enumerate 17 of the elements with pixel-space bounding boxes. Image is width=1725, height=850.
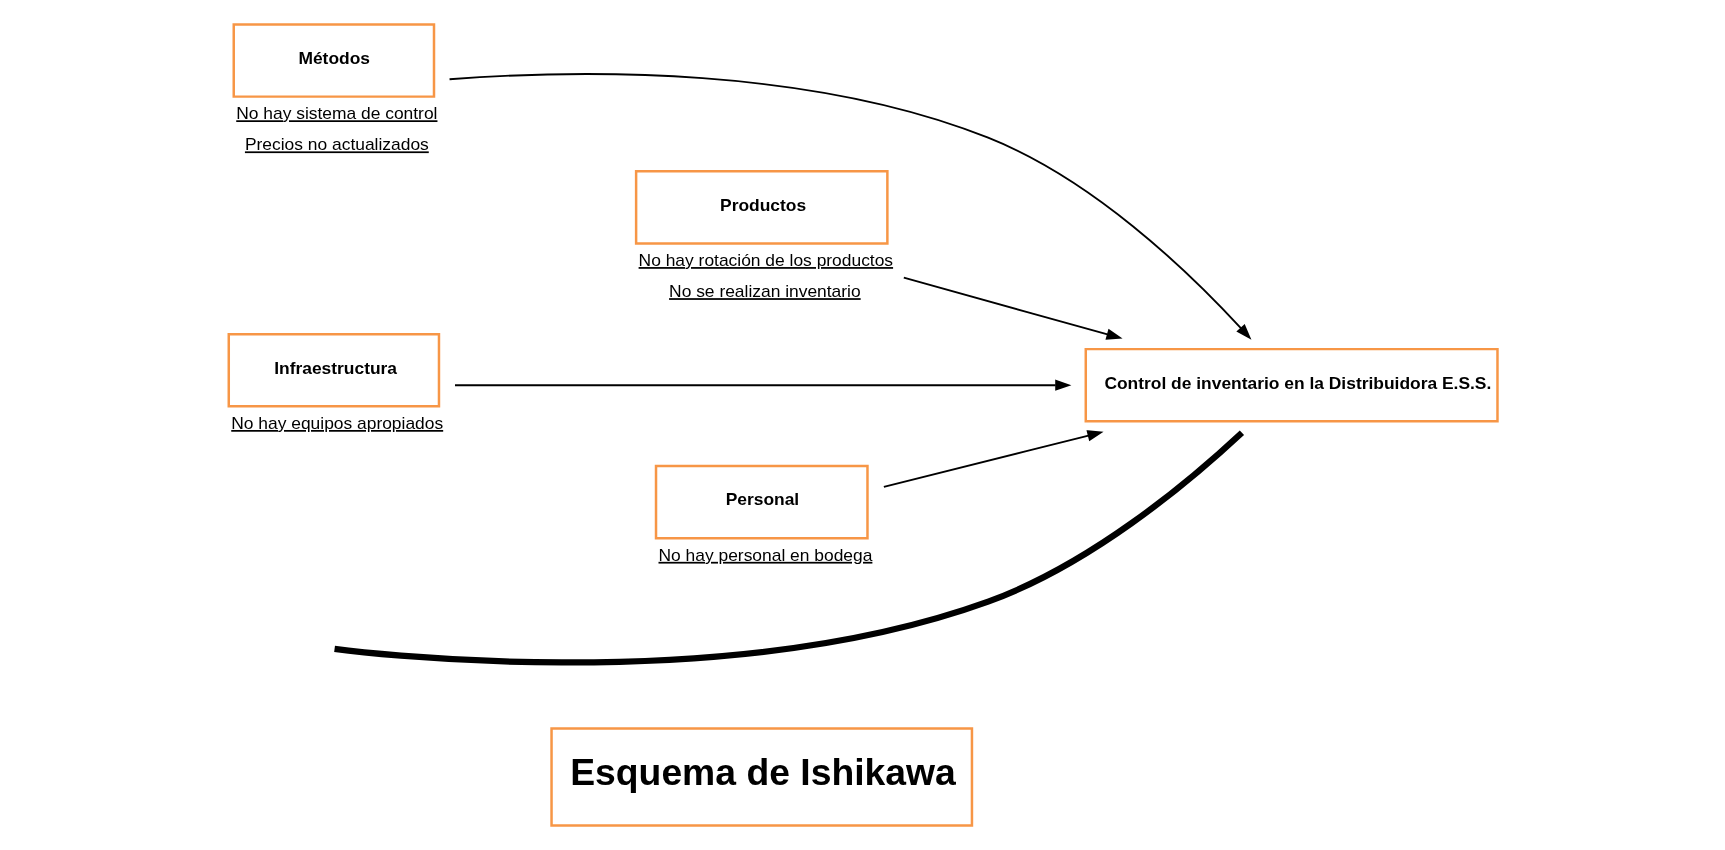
node-label: No hay rotación de los productos: [638, 250, 894, 271]
node-box: Infraestructura: [227, 332, 441, 408]
node-label: Precios no actualizados: [244, 134, 429, 155]
node-label: No hay sistema de control: [236, 103, 438, 124]
node-label: No hay equipos apropiados: [231, 412, 444, 433]
arrow: [882, 430, 1104, 488]
node-box: Personal: [654, 464, 869, 540]
node-label: No se realizan inventario: [669, 281, 861, 302]
arrow: [902, 276, 1123, 340]
arrow: [448, 73, 1252, 340]
node-label: No hay personal en bodega: [658, 544, 873, 565]
node-box: Productos: [634, 170, 889, 245]
node-box: Control de inventario en la Distribuidora E.S.S.: [1084, 347, 1499, 423]
connector: [334, 430, 1245, 666]
node-box: Esquema de Ishikawa: [550, 727, 974, 827]
arrow: [454, 379, 1072, 391]
node-box: Métodos: [232, 23, 436, 98]
